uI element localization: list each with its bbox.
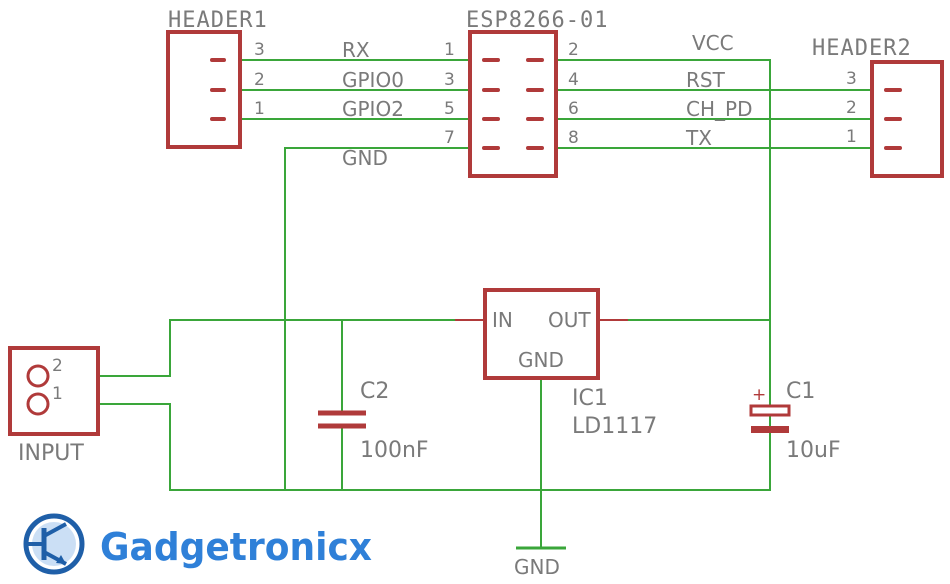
header1: HEADER1 3 2 1 — [166, 8, 268, 149]
net-label-vcc: VCC — [692, 31, 734, 55]
header1-title: HEADER1 — [168, 8, 268, 33]
header2: HEADER2 3 2 1 — [812, 36, 944, 178]
net-label-tx: TX — [685, 126, 712, 150]
esp-pin-label: 1 — [444, 40, 455, 60]
net-label-rx: RX — [342, 38, 370, 62]
esp-title: ESP8266-01 — [466, 8, 608, 33]
input-title: INPUT — [18, 441, 84, 466]
header2-pin-label: 2 — [846, 98, 857, 118]
brand-name: Gadgetronicx — [100, 525, 372, 569]
input-terminal-icon — [26, 364, 50, 388]
net-label-ch-pd: CH_PD — [686, 97, 752, 121]
wire-gnd-esp — [284, 147, 470, 490]
capacitor-c2: C2 100nF — [318, 379, 429, 463]
net-labels: RX GPIO0 GPIO2 GND VCC RST CH_PD TX — [342, 31, 752, 170]
header2-title: HEADER2 — [812, 36, 912, 61]
ground-symbol: GND — [514, 546, 566, 579]
esp-body — [468, 30, 558, 178]
esp-pin-label: 8 — [568, 128, 579, 148]
brand-logo: Gadgetronicx — [23, 513, 372, 575]
net-label-rst: RST — [686, 68, 726, 92]
esp-pin-label: 6 — [568, 99, 579, 119]
header2-pin-label: 3 — [846, 69, 857, 89]
c1-polarity: + — [752, 385, 766, 405]
c2-name: C2 — [360, 379, 389, 404]
regulator-in-label: IN — [492, 308, 513, 332]
c2-value: 100nF — [360, 438, 429, 463]
esp-pin-label: 4 — [568, 70, 579, 90]
regulator-out-label: OUT — [548, 308, 591, 332]
net-label-gpio0: GPIO0 — [342, 68, 404, 92]
header1-pin-label: 2 — [254, 70, 265, 90]
c1-value: 10uF — [786, 438, 841, 463]
esp-pin-label: 5 — [444, 99, 455, 119]
net-label-gpio2: GPIO2 — [342, 97, 404, 121]
capacitor-c1: + C1 10uF — [749, 379, 841, 463]
input-terminal-icon — [26, 392, 50, 416]
ground-label: GND — [514, 555, 560, 579]
wires — [50, 59, 872, 548]
c1-plate-positive — [749, 404, 791, 417]
header2-body — [870, 60, 944, 178]
regulator-body — [483, 288, 600, 380]
wire-vcc — [556, 59, 771, 435]
esp-pin-label: 7 — [444, 128, 455, 148]
c1-plate-negative — [751, 426, 789, 433]
input-connector: 2 1 INPUT — [8, 346, 100, 466]
regulator-ic1: IN OUT GND IC1 LD1117 — [455, 288, 657, 439]
wire-input-vin — [50, 319, 485, 377]
esp8266-module: ESP8266-01 1 3 5 7 2 4 6 8 — [444, 8, 608, 178]
header2-pin-label: 1 — [846, 127, 857, 147]
header1-pin-label: 1 — [254, 99, 265, 119]
input-body — [8, 346, 100, 436]
net-label-gnd: GND — [342, 146, 388, 170]
header1-body — [166, 30, 242, 149]
esp-pin-label: 3 — [444, 70, 455, 90]
c1-name: C1 — [786, 379, 815, 404]
regulator-gnd-label: GND — [518, 348, 564, 372]
input-pin-label: 1 — [52, 384, 63, 404]
header1-pin-label: 3 — [254, 40, 265, 60]
esp-pin-label: 2 — [568, 40, 579, 60]
transistor-logo-icon — [23, 513, 85, 575]
regulator-part: LD1117 — [572, 414, 657, 439]
regulator-name: IC1 — [572, 386, 608, 411]
input-pin-label: 2 — [52, 356, 63, 376]
